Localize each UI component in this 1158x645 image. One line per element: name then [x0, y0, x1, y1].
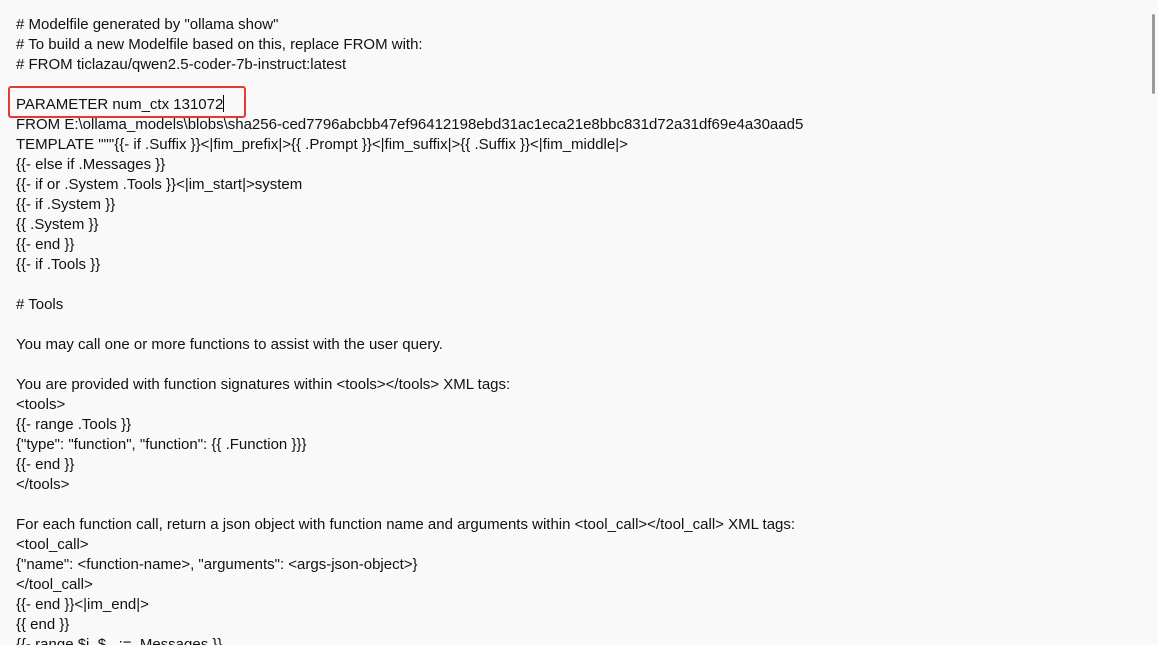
- text-line: You are provided with function signature…: [16, 376, 511, 393]
- text-line: </tool_call>: [16, 576, 93, 593]
- highlighted-parameter-line: PARAMETER num_ctx 131072: [16, 95, 1138, 115]
- text-line: TEMPLATE """{{- if .Suffix }}<|fim_prefi…: [16, 136, 628, 153]
- text-line: [16, 355, 1138, 375]
- modelfile-text-area[interactable]: # Modelfile generated by "ollama show" #…: [16, 15, 1138, 645]
- text-line: # FROM ticlazau/qwen2.5-coder-7b-instruc…: [16, 56, 347, 73]
- text-line: {{ end }}: [16, 616, 70, 633]
- text-line: {{ .System }}: [16, 216, 99, 233]
- text-line: [16, 275, 1138, 295]
- text-line: </tools>: [16, 476, 70, 493]
- text-line: {{- range .Tools }}: [16, 416, 132, 433]
- text-line: {{- end }}: [16, 236, 75, 253]
- text-line: {{- end }}<|im_end|>: [16, 596, 149, 613]
- text-line: For each function call, return a json ob…: [16, 516, 796, 533]
- text-line: # To build a new Modelfile based on this…: [16, 36, 423, 53]
- text-cursor: [223, 95, 225, 112]
- text-line: {{- if .Tools }}: [16, 256, 101, 273]
- text-line: <tool_call>: [16, 536, 89, 553]
- text-line: <tools>: [16, 396, 66, 413]
- parameter-num-ctx-text: PARAMETER num_ctx 131072: [16, 96, 224, 113]
- text-line: {{- range $i, $_ := .Messages }}: [16, 636, 223, 645]
- text-line: {{- if or .System .Tools }}<|im_start|>s…: [16, 176, 303, 193]
- text-line: FROM E:\ollama_models\blobs\sha256-ced77…: [16, 116, 804, 133]
- text-line: You may call one or more functions to as…: [16, 336, 443, 353]
- red-highlight-box: [8, 86, 246, 118]
- text-line: {{- else if .Messages }}: [16, 156, 166, 173]
- text-line: [16, 315, 1138, 335]
- text-line: {"type": "function", "function": {{ .Fun…: [16, 436, 307, 453]
- vertical-scrollbar[interactable]: [1146, 0, 1158, 645]
- text-line: # Modelfile generated by "ollama show": [16, 16, 279, 33]
- scrollbar-thumb[interactable]: [1152, 14, 1155, 94]
- text-line: {{- end }}: [16, 456, 75, 473]
- text-line: {{- if .System }}: [16, 196, 116, 213]
- text-line: [16, 495, 1138, 515]
- text-line: # Tools: [16, 296, 64, 313]
- text-line: {"name": <function-name>, "arguments": <…: [16, 556, 418, 573]
